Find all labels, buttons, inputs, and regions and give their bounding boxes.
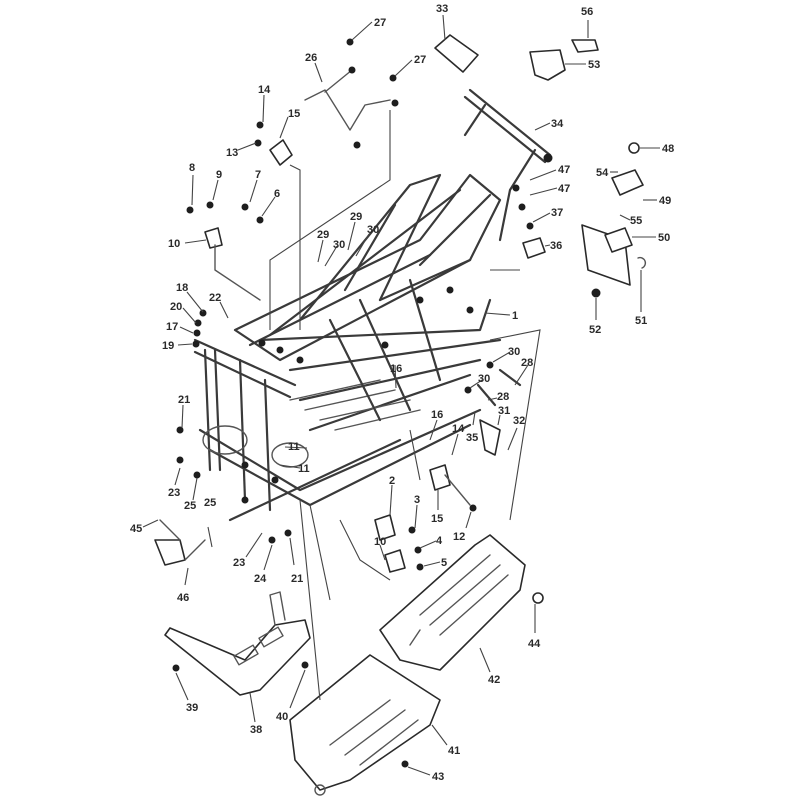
callout-26: 26 bbox=[305, 52, 317, 64]
callout-27: 27 bbox=[374, 17, 386, 29]
callout-37: 37 bbox=[551, 207, 563, 219]
callout-30: 30 bbox=[367, 224, 379, 236]
callout-31: 31 bbox=[498, 405, 510, 417]
callout-28: 28 bbox=[497, 391, 509, 403]
callout-32: 32 bbox=[513, 415, 525, 427]
callout-14: 14 bbox=[258, 84, 271, 96]
callout-14: 14 bbox=[452, 423, 465, 435]
callout-5: 5 bbox=[441, 557, 447, 569]
callout-23: 23 bbox=[168, 487, 180, 499]
callout-30: 30 bbox=[478, 373, 490, 385]
callout-27: 27 bbox=[414, 54, 426, 66]
callout-52: 52 bbox=[589, 324, 601, 336]
part-33-pad bbox=[434, 34, 479, 73]
callout-11: 11 bbox=[298, 463, 310, 475]
part-15-plate bbox=[254, 121, 293, 166]
rear-t-bar bbox=[463, 88, 553, 242]
parts-6-to-10-bolts bbox=[186, 201, 264, 301]
callout-49: 49 bbox=[659, 195, 671, 207]
callout-29: 29 bbox=[350, 211, 362, 223]
parts-left-fasteners bbox=[154, 309, 292, 566]
callout-9: 9 bbox=[216, 169, 222, 181]
callout-25: 25 bbox=[184, 500, 196, 512]
callout-43: 43 bbox=[432, 771, 444, 783]
callout-21: 21 bbox=[178, 394, 190, 406]
assembly-leaders bbox=[269, 110, 541, 701]
callout-41: 41 bbox=[448, 745, 460, 757]
skid-plate-42 bbox=[379, 534, 544, 671]
callout-39: 39 bbox=[186, 702, 198, 714]
callout-33: 33 bbox=[436, 3, 448, 15]
callout-50: 50 bbox=[658, 232, 670, 244]
part-26-cable bbox=[304, 38, 399, 149]
callouts: 27 33 56 26 27 53 14 15 34 48 13 47 54 8… bbox=[130, 3, 674, 783]
callout-42: 42 bbox=[488, 674, 500, 686]
callout-15: 15 bbox=[431, 513, 443, 525]
callout-10: 10 bbox=[374, 536, 386, 548]
callout-46: 46 bbox=[177, 592, 189, 604]
callout-53: 53 bbox=[588, 59, 600, 71]
callout-25: 25 bbox=[204, 497, 216, 509]
callout-38: 38 bbox=[250, 724, 262, 736]
callout-29: 29 bbox=[317, 229, 329, 241]
callout-47: 47 bbox=[558, 183, 570, 195]
callout-1: 1 bbox=[512, 310, 518, 322]
callout-44: 44 bbox=[528, 638, 541, 650]
callout-21: 21 bbox=[291, 573, 303, 585]
callout-6: 6 bbox=[274, 188, 280, 200]
callout-18: 18 bbox=[176, 282, 188, 294]
callout-56: 56 bbox=[581, 6, 593, 18]
callout-19: 19 bbox=[162, 340, 174, 352]
callout-2: 2 bbox=[389, 475, 395, 487]
main-frame bbox=[193, 173, 502, 522]
parts-28-35-links bbox=[429, 361, 522, 512]
callout-22: 22 bbox=[209, 292, 221, 304]
parts-48-55-hitch bbox=[512, 142, 647, 298]
callout-4: 4 bbox=[436, 535, 443, 547]
callout-48: 48 bbox=[662, 143, 674, 155]
callout-54: 54 bbox=[596, 167, 609, 179]
callout-16: 16 bbox=[390, 363, 402, 375]
callout-55: 55 bbox=[630, 215, 642, 227]
callout-20: 20 bbox=[170, 301, 182, 313]
callout-12: 12 bbox=[453, 531, 465, 543]
skid-plate-38 bbox=[164, 591, 311, 696]
callout-24: 24 bbox=[254, 573, 267, 585]
callout-17: 17 bbox=[166, 321, 178, 333]
callout-11: 11 bbox=[288, 441, 300, 453]
callout-30: 30 bbox=[508, 346, 520, 358]
callout-30: 30 bbox=[333, 239, 345, 251]
part-53-56-bracket bbox=[529, 39, 599, 81]
callout-51: 51 bbox=[635, 315, 647, 327]
callout-8: 8 bbox=[189, 162, 195, 174]
callout-13: 13 bbox=[226, 147, 238, 159]
callout-10: 10 bbox=[168, 238, 180, 250]
callout-45: 45 bbox=[130, 523, 142, 535]
callout-16: 16 bbox=[431, 409, 443, 421]
parts-2-5-bracket bbox=[374, 514, 424, 573]
callout-3: 3 bbox=[414, 494, 420, 506]
callout-47: 47 bbox=[558, 164, 570, 176]
callout-40: 40 bbox=[276, 711, 288, 723]
callout-36: 36 bbox=[550, 240, 562, 252]
callout-35: 35 bbox=[466, 432, 478, 444]
callout-15: 15 bbox=[288, 108, 300, 120]
callout-28: 28 bbox=[521, 357, 533, 369]
callout-34: 34 bbox=[551, 118, 564, 130]
skid-plate-41 bbox=[289, 654, 441, 796]
callout-7: 7 bbox=[255, 169, 261, 181]
callout-23: 23 bbox=[233, 557, 245, 569]
